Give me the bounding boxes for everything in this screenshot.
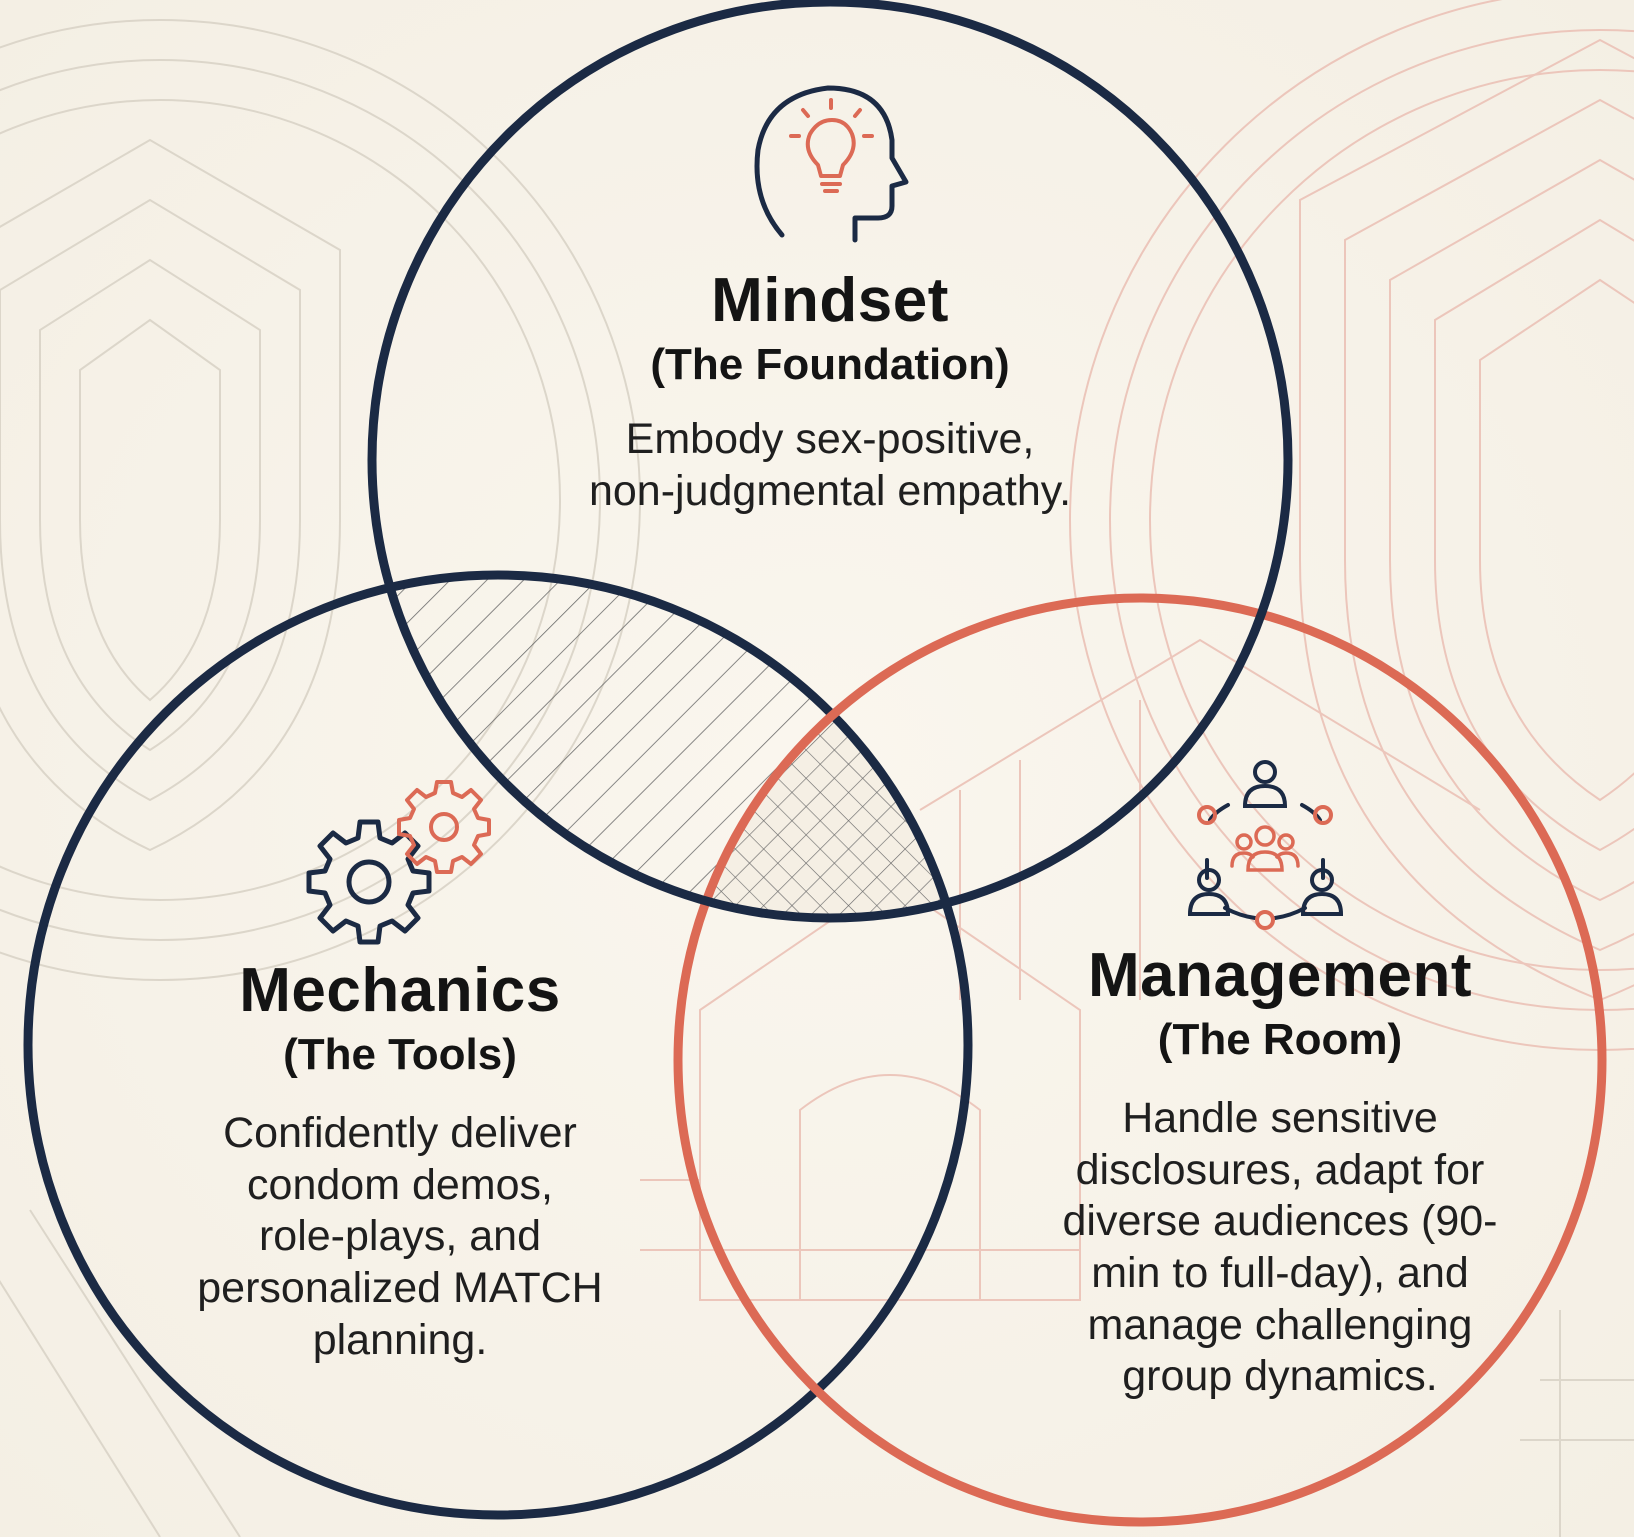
management-circle: [673, 593, 1607, 1527]
mechanics-description-line: Confidently deliver: [223, 1109, 577, 1158]
management-description-line: disclosures, adapt for: [1075, 1145, 1485, 1194]
center-group-icon: [1230, 825, 1300, 872]
person-right-icon: [1300, 868, 1344, 916]
mindset-description: Embody sex-positive, non-judgmental empa…: [480, 414, 1180, 517]
mechanics-description-line: personalized MATCH: [197, 1263, 603, 1312]
management-description-line: manage challenging: [1087, 1300, 1473, 1349]
gear-small-icon: [397, 780, 491, 874]
overlap-center: [678, 598, 968, 918]
group-network-icon: [1187, 760, 1344, 930]
head-lightbulb-icon: [754, 85, 909, 243]
person-left-icon: [1187, 868, 1231, 916]
mechanics-circle: [23, 570, 973, 1520]
mindset-title: Mindset: [711, 266, 949, 335]
mindset-description-line: non-judgmental empathy.: [588, 466, 1072, 515]
management-description-line: group dynamics.: [1122, 1352, 1438, 1401]
gears-icon: [306, 780, 491, 945]
mindset-label: Mindset (The Foundation) Embody sex-posi…: [480, 270, 1180, 517]
management-description-line: Handle sensitive: [1122, 1094, 1438, 1143]
management-description-line: min to full-day), and: [1091, 1248, 1469, 1297]
management-description-line: diverse audiences (90-: [1062, 1197, 1498, 1246]
mindset-description-line: Embody sex-positive,: [625, 415, 1035, 464]
mechanics-description-line: condom demos,: [247, 1160, 553, 1209]
mechanics-title: Mechanics: [239, 956, 561, 1025]
mechanics-subtitle: (The Tools): [283, 1030, 517, 1079]
lines-watermark: [0, 1209, 1634, 1537]
gear-large-icon: [306, 819, 432, 945]
management-description: Handle sensitive disclosures, adapt for …: [960, 1093, 1600, 1403]
mechanics-description-line: role-plays, and: [258, 1212, 542, 1261]
overlap-shading: [372, 575, 968, 918]
management-label: Management (The Room) Handle sensitive d…: [960, 945, 1600, 1403]
mechanics-description-line: planning.: [312, 1315, 488, 1364]
overlap-mindset-mechanics: [372, 575, 968, 918]
mechanics-label: Mechanics (The Tools) Confidently delive…: [100, 960, 700, 1366]
shield-watermark-right: [1069, 0, 1634, 1051]
management-title: Management: [1088, 941, 1472, 1010]
management-subtitle: (The Room): [1157, 1015, 1403, 1064]
shield-watermark-left: [0, 19, 641, 981]
mindset-subtitle: (The Foundation): [650, 340, 1010, 389]
network-nodes: [1197, 805, 1333, 930]
mechanics-description: Confidently deliver condom demos, role-p…: [100, 1108, 700, 1366]
mindset-circle: [367, 0, 1293, 923]
person-top-icon: [1242, 760, 1288, 808]
